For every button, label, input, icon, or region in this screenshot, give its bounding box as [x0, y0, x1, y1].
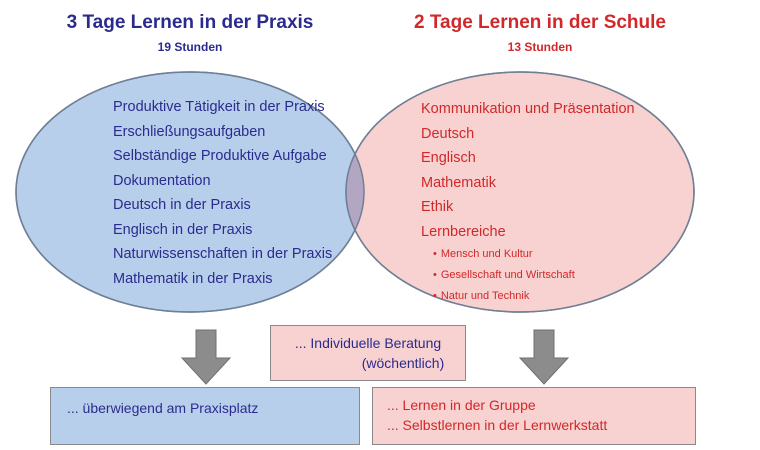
list-item: Ethik [421, 199, 454, 215]
counseling-line-2: (wöchentlich) [361, 355, 445, 371]
list-item: Englisch in der Praxis [113, 221, 253, 238]
school-list: Kommunikation und Präsentation Deutsch E… [421, 97, 635, 307]
school-bottom-box: ... Lernen in der Gruppe ... Selbstlerne… [372, 387, 696, 445]
list-item: Selbständige Produktive Aufgabe [113, 148, 327, 164]
counseling-line-1: ... Individuelle Beratung [294, 335, 442, 351]
list-item: Deutsch [421, 125, 475, 142]
list-item: Erschließungsaufgaben [113, 123, 266, 140]
school-hours: 13 Stunden [507, 40, 573, 54]
list-item: Mathematik [421, 174, 496, 191]
school-bottom-line-2: ... Selbstlernen in der Lernwerkstatt [387, 417, 608, 433]
list-item: Produktive Tätigkeit in der Praxis [113, 99, 325, 115]
list-item: Englisch [421, 150, 476, 166]
list-item: Dokumentation [113, 172, 211, 189]
list-item: Naturwissenschaften in der Praxis [113, 246, 333, 262]
practice-list: Produktive Tätigkeit in der Praxis Ersch… [113, 95, 332, 291]
sub-list-item: Mensch und Kultur [421, 244, 635, 265]
practice-bottom-text: ... überwiegend am Praxisplatz [67, 400, 259, 416]
list-item: Lernbereiche [421, 223, 506, 240]
down-arrow-right [518, 329, 570, 385]
school-bottom-line-1: ... Lernen in der Gruppe [387, 397, 536, 413]
practice-title: 3 Tage Lernen in der Praxis [66, 12, 314, 33]
list-item: Mathematik in der Praxis [113, 270, 273, 287]
practice-hours: 19 Stunden [157, 40, 223, 54]
school-title: 2 Tage Lernen in der Schule [414, 12, 666, 33]
list-item: Deutsch in der Praxis [113, 197, 251, 213]
practice-bottom-box: ... überwiegend am Praxisplatz [50, 387, 360, 445]
sub-list-item: Gesellschaft und Wirtschaft [421, 265, 635, 286]
sub-list-item: Natur und Technik [421, 286, 635, 307]
counseling-box: ... Individuelle Beratung (wöchentlich) [270, 325, 466, 381]
down-arrow-left [180, 329, 232, 385]
list-item: Kommunikation und Präsentation [421, 101, 635, 117]
